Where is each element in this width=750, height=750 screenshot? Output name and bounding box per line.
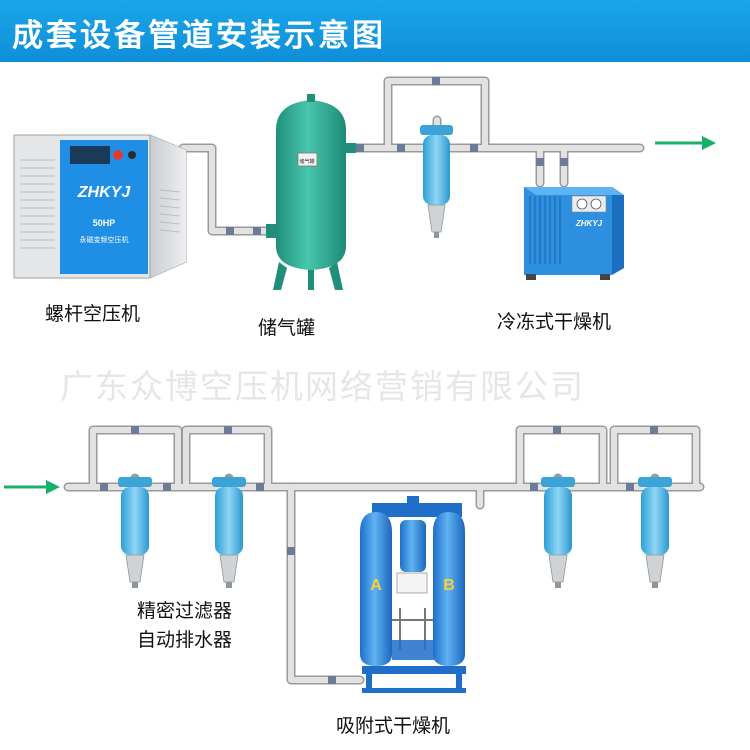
precision-filter-1 [118,477,152,588]
watermark-text: 广东众博空压机网络营销有限公司 [60,367,585,406]
valve-icon [131,426,139,434]
label-refrigerated-dryer: 冷冻式干燥机 [497,311,612,333]
valve-icon [100,483,108,491]
tank-nameplate [297,152,318,167]
tower-a-label: A [370,577,382,594]
precision-filter-2 [212,477,246,588]
valve-icon [163,483,171,491]
flow-arrow-icon [655,136,716,150]
control-panel [70,146,110,164]
compressor-power: 50HP [93,218,116,228]
refrigerated-dryer: ZHKYJ [524,187,624,280]
air-tank: 储气罐 [266,94,356,290]
page-title: 成套设备管道安装示意图 [12,18,386,54]
valve-icon [650,426,658,434]
valve-icon [553,426,561,434]
precision-filter-3 [541,477,575,588]
title-banner: 成套设备管道安装示意图 [0,0,750,62]
line-filter-top [420,125,453,238]
valve-icon [470,144,478,152]
flow-arrow-icon [4,480,60,494]
compressor-brand: ZHKYJ [77,184,132,201]
label-auto-drain: 自动排水器 [137,629,233,651]
valve-icon [536,158,544,166]
screw-compressor: ZHKYJ 50HP 永磁变频空压机 [13,134,187,279]
valve-icon [256,483,264,491]
adsorption-dryer: A B [360,496,466,693]
valve-icon [253,227,261,235]
valve-icon [432,77,440,85]
valve-icon [397,144,405,152]
valve-icon [328,676,336,684]
tank-nameplate-text: 储气罐 [299,158,314,165]
label-adsorption-dryer: 吸附式干燥机 [336,715,451,737]
valve-icon [226,227,234,235]
compressor-subtitle: 永磁变频空压机 [80,235,129,244]
valve-icon [530,483,538,491]
dryer-brand: ZHKYJ [575,219,603,228]
valve-icon [287,547,295,555]
label-air-tank: 储气罐 [258,317,316,339]
label-precision-filter: 精密过滤器 [137,600,233,622]
valve-icon [626,483,634,491]
tower-b-label: B [443,577,455,594]
valve-icon [356,144,364,152]
label-screw-compressor: 螺杆空压机 [45,303,141,325]
valve-icon [224,426,232,434]
valve-icons [100,77,658,684]
precision-filter-4 [638,477,672,588]
valve-icon [560,158,568,166]
